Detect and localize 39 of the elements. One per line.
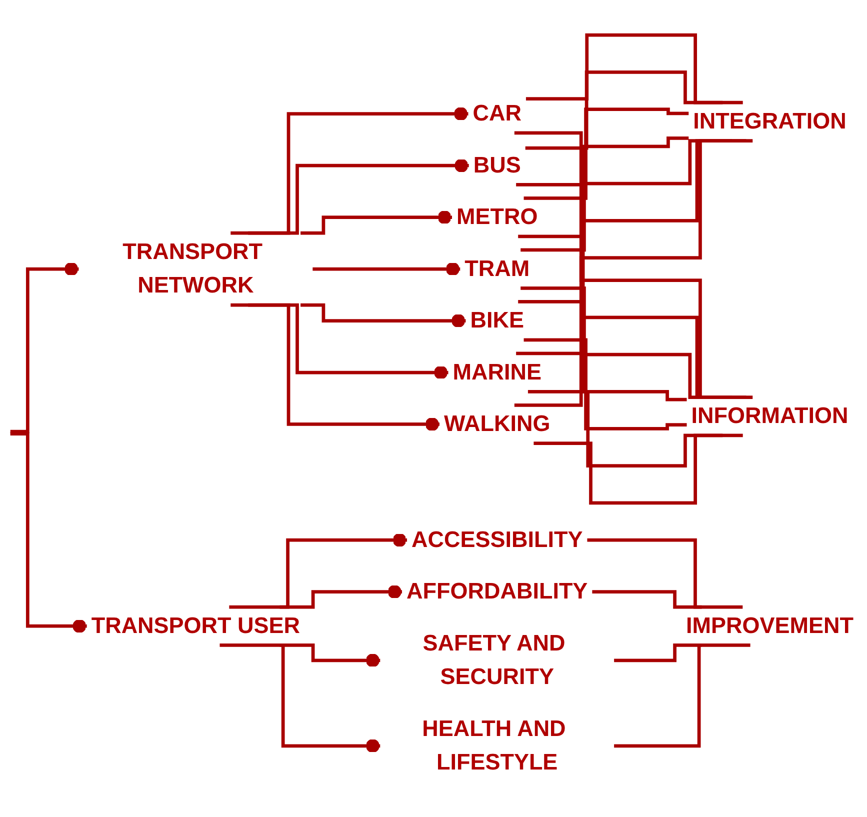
connector	[520, 286, 687, 402]
node-label: TRANSPORT NETWORK	[122, 240, 263, 298]
connector	[230, 107, 468, 235]
connector	[526, 33, 743, 104]
connector	[614, 644, 750, 748]
node-label: MARINE	[452, 360, 542, 385]
node-label: SAFETY AND SECURITY	[422, 631, 566, 690]
connector	[592, 590, 702, 609]
node-label: ACCESSIBILITY	[411, 528, 583, 552]
connector	[220, 644, 380, 753]
connector	[300, 210, 452, 235]
connector	[248, 158, 469, 235]
node-label: IMPROVEMENT	[686, 614, 854, 638]
connector	[534, 434, 743, 505]
connector	[229, 533, 407, 609]
node-label: WALKING	[444, 412, 550, 437]
node-label: CAR	[472, 101, 522, 126]
connector	[525, 70, 723, 150]
node-label: TRAM	[464, 256, 530, 282]
connector	[524, 108, 689, 200]
node-label: BUS	[473, 153, 521, 178]
node-label: HEALTH AND LIFESTYLE	[422, 716, 566, 776]
node-label: BIKE	[470, 308, 524, 334]
connector	[10, 262, 79, 434]
node-label: METRO	[456, 204, 538, 230]
connector	[312, 262, 460, 276]
connector	[10, 432, 87, 633]
node-label: INTEGRATION	[693, 109, 846, 134]
connector	[524, 338, 687, 430]
connector	[516, 183, 746, 399]
connector	[587, 538, 743, 609]
connector	[518, 234, 732, 399]
node-label: TRANSPORT USER	[91, 614, 300, 638]
connector	[520, 136, 689, 252]
node-label: AFFORDABILITY	[406, 579, 588, 604]
connector	[280, 585, 402, 609]
node-label: INFORMATION	[691, 404, 848, 429]
connector	[230, 303, 440, 432]
connector	[300, 303, 466, 328]
